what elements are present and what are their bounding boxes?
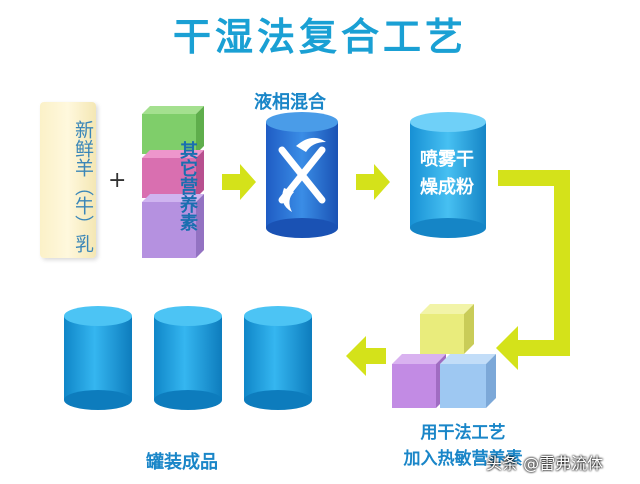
dry-add-label-line2: 加入热敏营养素 <box>403 449 523 469</box>
spray-dry-cylinder <box>410 112 486 238</box>
mixing-symbol-icon <box>278 137 326 212</box>
other-nutrients-label: 其它营养素 <box>177 141 198 231</box>
dry-add-cube-group <box>392 304 496 408</box>
arrow-left <box>346 336 386 376</box>
purple-cube <box>142 194 204 258</box>
product-cylinder-1 <box>64 306 132 410</box>
nutrient-cube-stack <box>142 106 204 258</box>
spray-dry-label: 喷雾干燥成粉 <box>420 149 474 198</box>
diagram-title: 干湿法复合工艺 <box>172 15 467 59</box>
product-cylinder-2 <box>154 306 222 410</box>
yellow-cube <box>420 304 474 354</box>
liquid-mix-cylinder <box>266 112 338 238</box>
dry-add-label: 用干法工艺 加入热敏营养素 <box>378 420 548 472</box>
plus-sign: + <box>108 168 127 193</box>
product-cylinder-3 <box>244 306 312 410</box>
green-cube <box>142 106 204 154</box>
watermark: 头条 @雷弗流体 <box>486 454 604 473</box>
arrow-right-2 <box>356 164 390 200</box>
fresh-milk-column <box>40 102 96 258</box>
lavender-cube <box>392 354 446 408</box>
pink-cube <box>142 150 204 198</box>
dry-add-label-line1: 用干法工艺 <box>420 423 506 443</box>
arrow-down-turn <box>496 170 570 370</box>
liquid-mix-label: 液相混合 <box>254 92 326 113</box>
fresh-milk-label: 新鲜羊（牛）乳 <box>72 119 94 253</box>
arrow-right-1 <box>222 164 256 200</box>
finished-product-cylinders <box>64 306 312 410</box>
canned-product-label: 罐装成品 <box>146 452 218 473</box>
lightblue-cube <box>440 354 496 408</box>
